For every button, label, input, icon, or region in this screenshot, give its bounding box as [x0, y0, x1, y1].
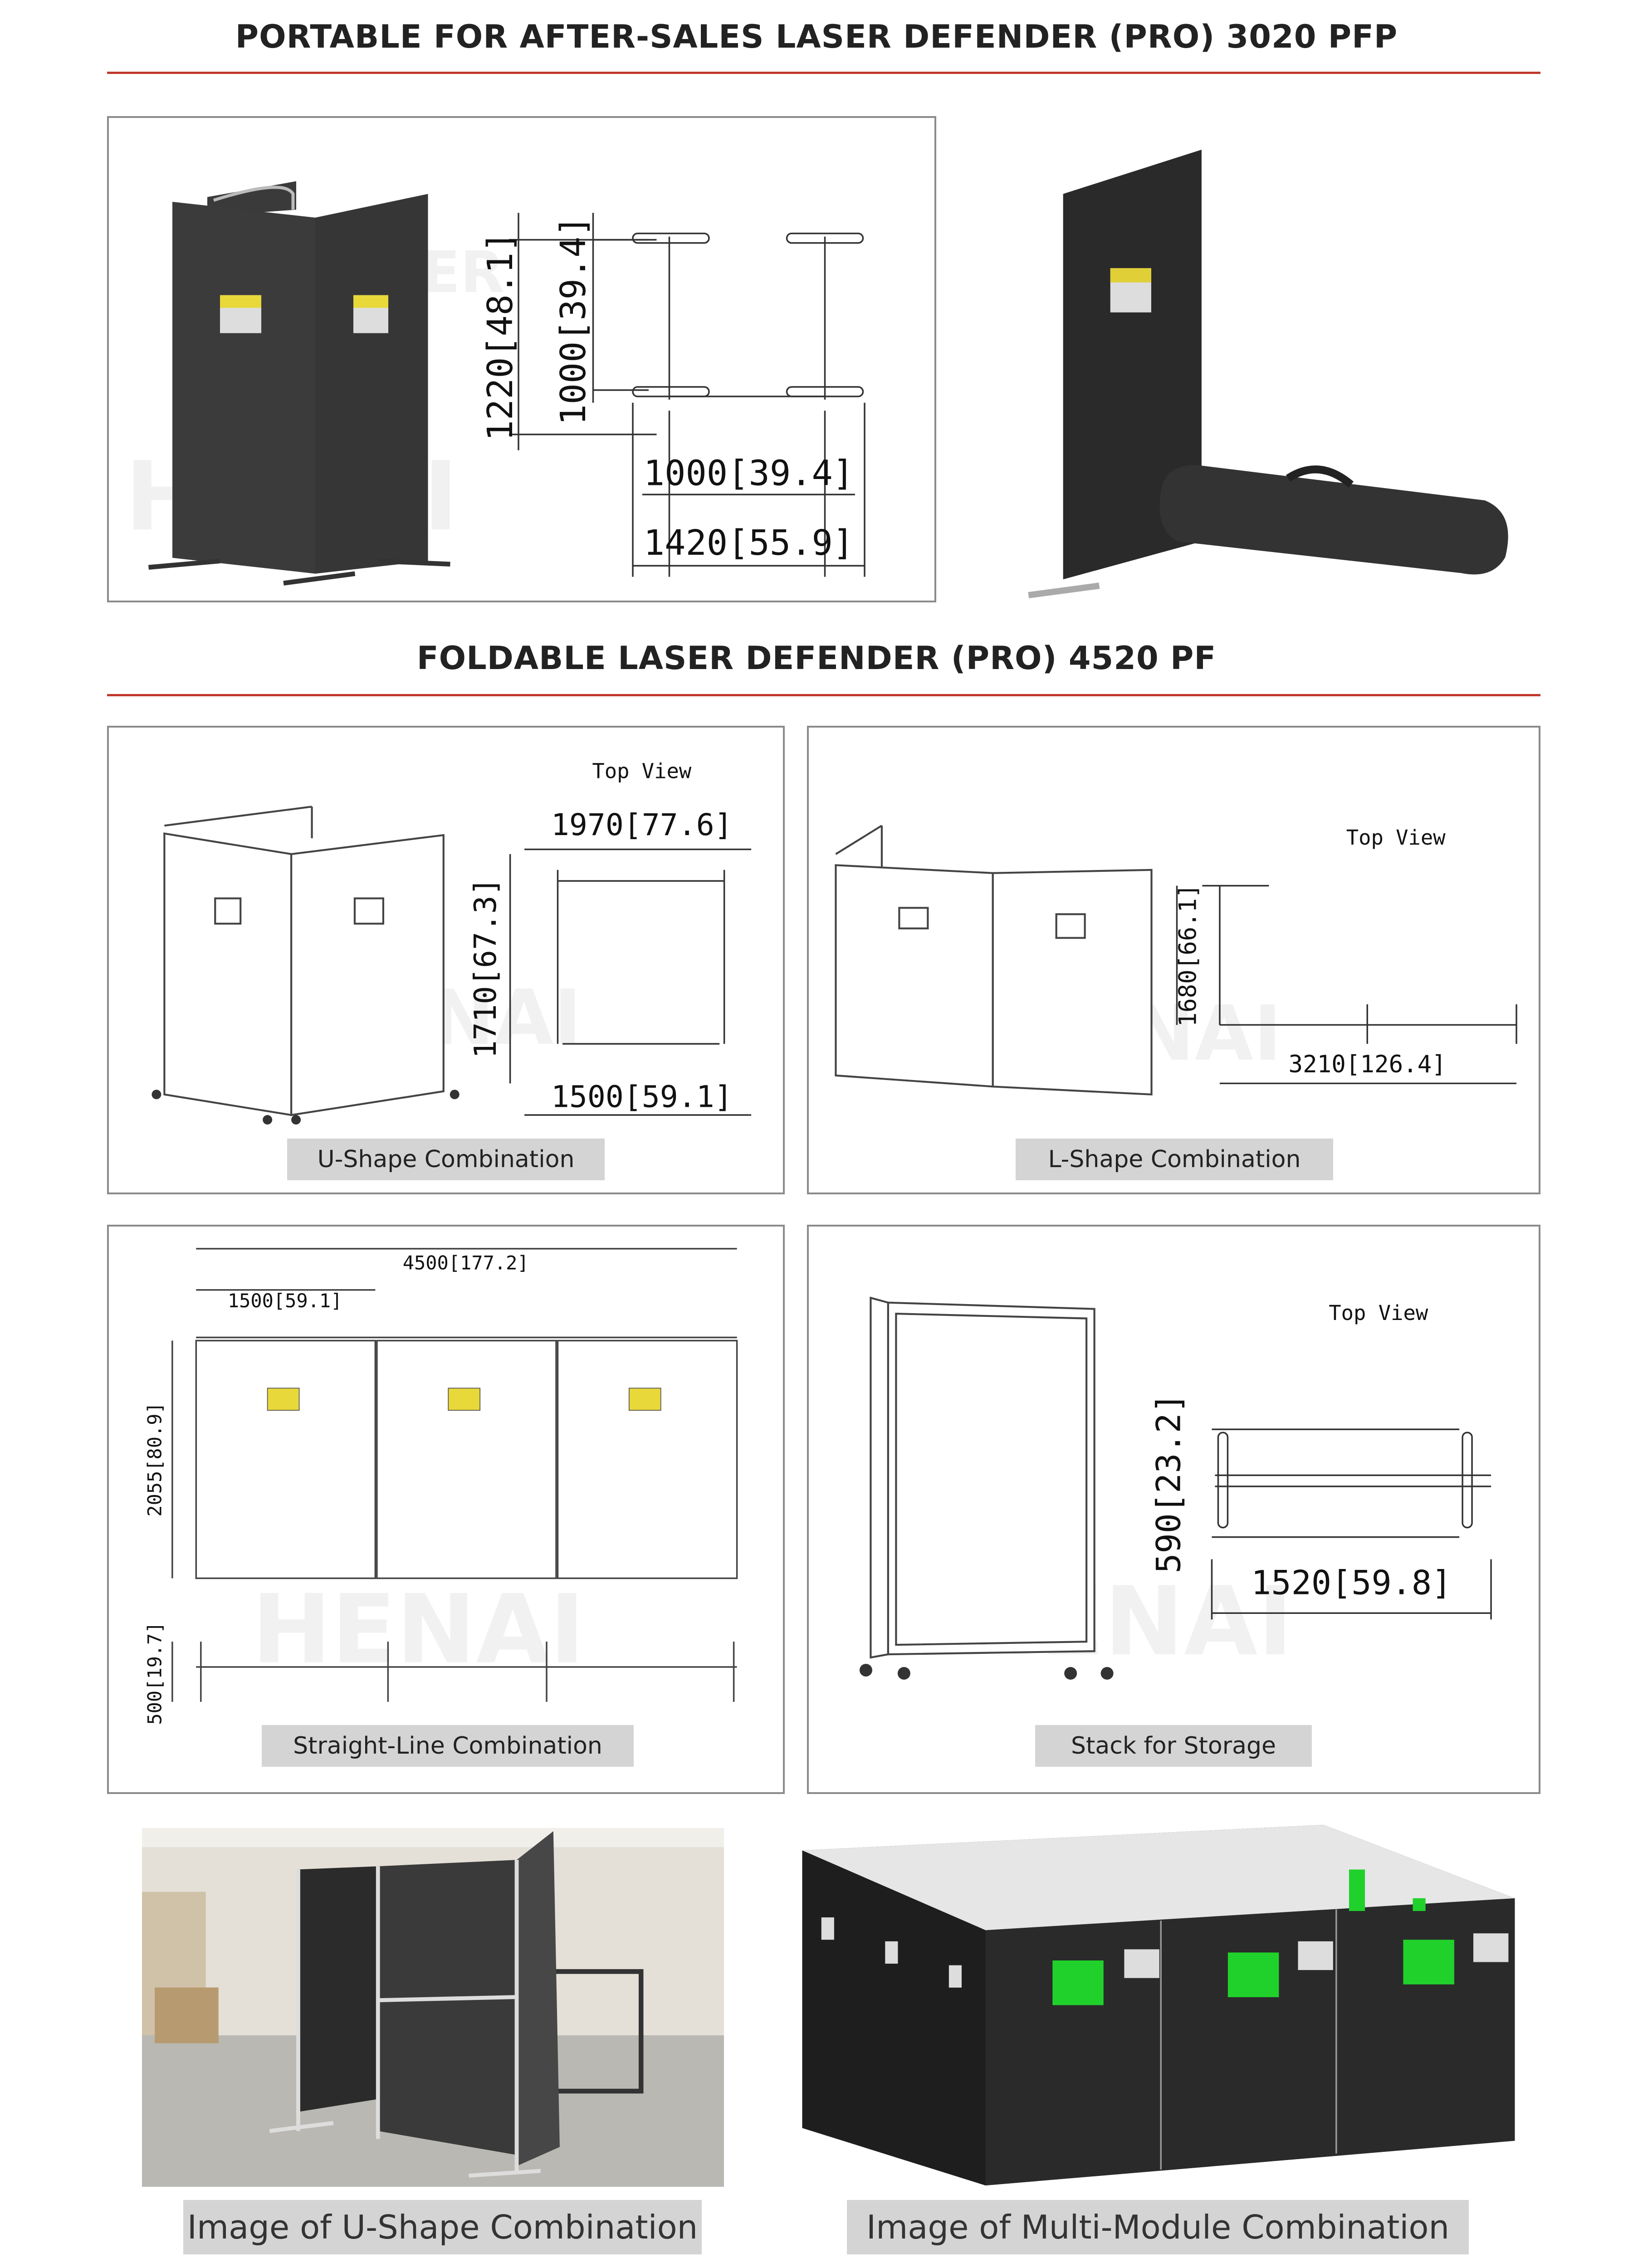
- title-divider: [107, 694, 1540, 696]
- screen-panel-left: [163, 832, 293, 1116]
- screen-panel-left: [835, 864, 994, 1088]
- viewing-window: [1403, 1940, 1454, 1984]
- dim-width: 1970[77.6]: [551, 807, 733, 842]
- screen-panel: [378, 1860, 517, 2155]
- screen-panel: [557, 1339, 738, 1579]
- watermark-brand: HENAI: [252, 1574, 585, 1685]
- top-view-label: Top View: [1329, 1301, 1428, 1325]
- multi-module-photo-caption: Image of Multi-Module Combination: [847, 2200, 1469, 2254]
- carry-bag: [1159, 465, 1508, 575]
- title-divider: [107, 72, 1540, 74]
- dim-width-inner: 1000[39.4]: [644, 453, 854, 494]
- dim-depth: 500[19.7]: [143, 1622, 166, 1725]
- dim-height-total: 1220[48.1]: [480, 231, 521, 441]
- screen-panel-right: [290, 834, 445, 1116]
- portable-drawing-panel: LASER HENAI 1220[48.1] 1000[39.4] 1000[3…: [107, 116, 936, 602]
- dim-panel: 1500[59.1]: [551, 1079, 733, 1114]
- front-wall: [985, 1898, 1515, 2185]
- dim-height: 2055[80.9]: [143, 1402, 166, 1516]
- l-shape-drawing-panel: HENAI Top View 1680[66.1] 3210[126.4] L-…: [807, 726, 1540, 1194]
- dim-width-total: 1420[55.9]: [644, 523, 854, 563]
- screen-panel: [298, 1866, 378, 2112]
- section-title-portable: PORTABLE FOR AFTER-SALES LASER DEFENDER …: [235, 18, 1398, 55]
- dim-depth: 590[23.2]: [1149, 1393, 1188, 1573]
- straight-line-drawing-panel: HENAI 4500[177.2] 1500[59.1] 2055[80.9] …: [107, 1225, 785, 1794]
- screen-panel-left: [172, 201, 315, 574]
- straight-line-caption: Straight-Line Combination: [262, 1725, 634, 1767]
- viewing-window: [1052, 1960, 1104, 2005]
- stack-storage-caption: Stack for Storage: [1035, 1725, 1312, 1767]
- dim-panel: 1500[59.1]: [228, 1290, 342, 1312]
- screen-panel: [1063, 150, 1202, 580]
- viewing-window: [1227, 1952, 1279, 1997]
- screen-panel: [376, 1339, 557, 1579]
- portable-drawing: LASER HENAI 1220[48.1] 1000[39.4] 1000[3…: [125, 181, 865, 586]
- u-shape-photo: [142, 1828, 724, 2187]
- multi-module-photo: [794, 1822, 1523, 2185]
- screen-panel-right: [315, 194, 428, 574]
- u-shape-drawing-panel: HENAI Top View 1970[77.6] 1710[67.3] 150…: [107, 726, 785, 1194]
- screen-panel-right: [992, 869, 1153, 1096]
- section-title-foldable: FOLDABLE LASER DEFENDER (PRO) 4520 PF: [416, 640, 1217, 677]
- portable-with-bag-image: [1021, 150, 1524, 608]
- dim-width: 3210[126.4]: [1289, 1051, 1446, 1078]
- top-view-label: Top View: [592, 759, 692, 783]
- l-shape-caption: L-Shape Combination: [1016, 1139, 1333, 1180]
- stack-storage-drawing-panel: HENAI Top View 590[23.2] 1520[59.8] Stac…: [807, 1225, 1540, 1794]
- dim-total: 4500[177.2]: [403, 1251, 529, 1274]
- screen-panel: [195, 1339, 376, 1579]
- dim-depth: 1680[66.1]: [1174, 884, 1202, 1027]
- u-shape-caption: U-Shape Combination: [287, 1139, 605, 1180]
- u-shape-photo-caption: Image of U-Shape Combination: [183, 2200, 702, 2254]
- top-view-label: Top View: [1346, 826, 1446, 850]
- dim-height-inner: 1000[39.4]: [553, 216, 594, 425]
- dim-width: 1520[59.8]: [1251, 1564, 1452, 1602]
- dim-depth: 1710[67.3]: [468, 878, 503, 1059]
